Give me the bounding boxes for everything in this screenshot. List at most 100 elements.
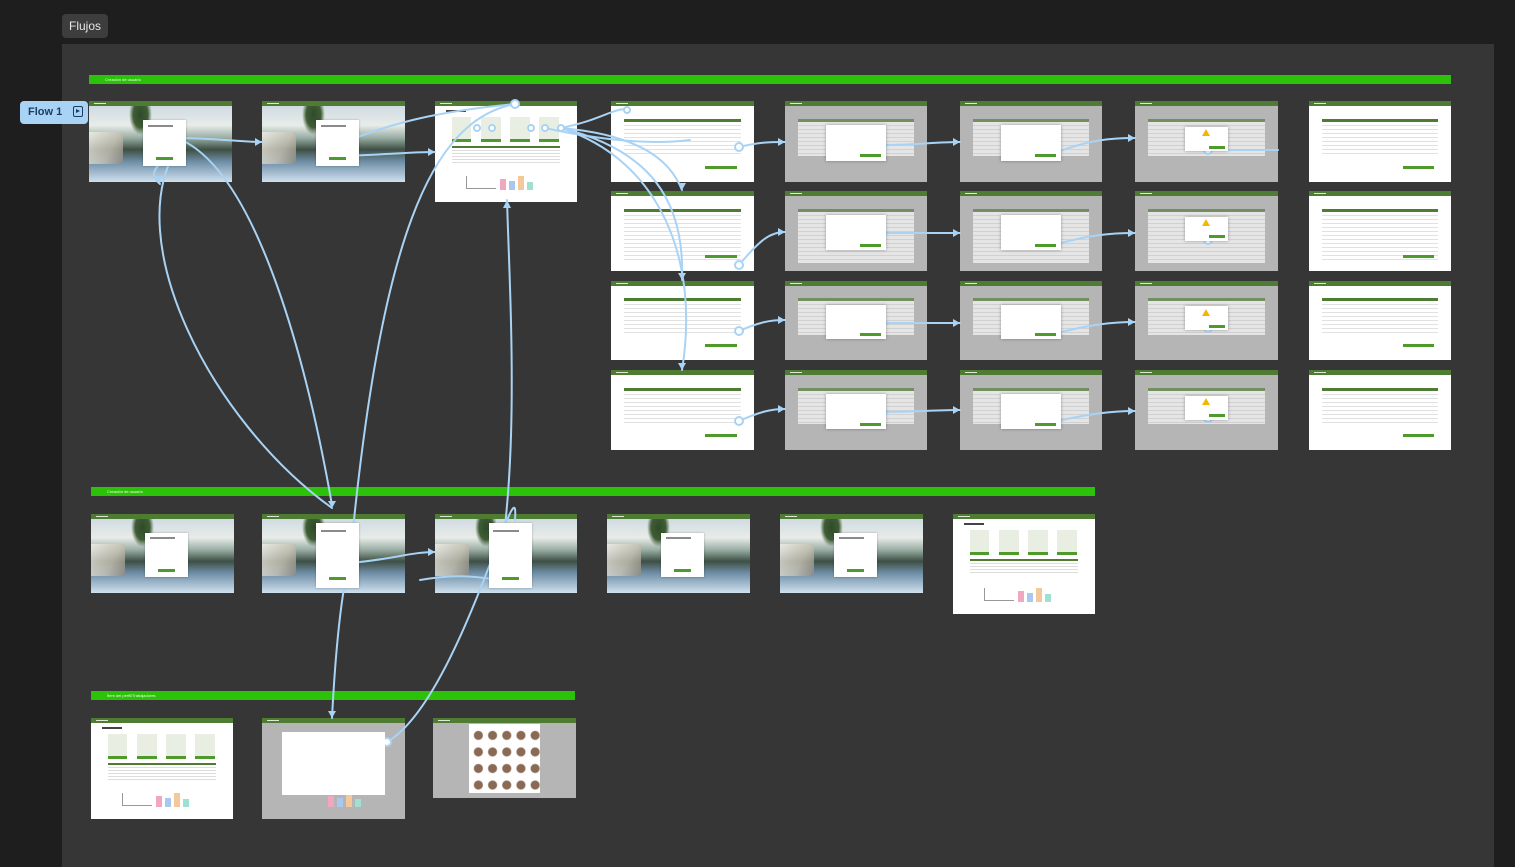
bar-chart: [1018, 586, 1052, 602]
frame-dashboard-profile-modal[interactable]: [262, 718, 405, 819]
frame-register-form[interactable]: [435, 514, 577, 593]
frame-table[interactable]: [611, 191, 754, 271]
action-button: [1402, 166, 1434, 170]
dashboard-title: [446, 110, 467, 113]
frame-table-confirm[interactable]: [1135, 101, 1278, 182]
frame-table-modal[interactable]: [960, 191, 1102, 271]
bar-chart: [500, 174, 534, 190]
edit-modal: [826, 125, 886, 161]
edit-modal: [1001, 215, 1061, 251]
register-card: [488, 523, 532, 589]
frame-table[interactable]: [1309, 191, 1451, 271]
data-table: [1321, 298, 1439, 335]
dashboard-title: [102, 727, 123, 730]
dashboard-tiles: [970, 530, 1078, 555]
frame-table[interactable]: [1309, 281, 1451, 360]
dashboard-table: [970, 559, 1078, 575]
action-button: [705, 255, 737, 259]
section-bar-middle[interactable]: Creación de usuario: [91, 487, 1095, 496]
section-bar-top[interactable]: Creación de usuario: [89, 75, 1451, 84]
frame-header: [960, 370, 1102, 375]
action-button: [705, 344, 737, 348]
frame-header: [785, 191, 927, 196]
edit-modal: [1001, 394, 1061, 430]
section-bar-bottom[interactable]: Ítem del perfil/Trabajadores: [91, 691, 575, 700]
page-tab[interactable]: Flujos: [62, 14, 109, 38]
frame-table[interactable]: [611, 101, 754, 182]
data-table: [623, 118, 742, 156]
bar-chart: [156, 791, 190, 807]
frame-login[interactable]: [607, 514, 750, 593]
frame-table-confirm[interactable]: [1135, 370, 1278, 450]
frame-table[interactable]: [611, 281, 754, 360]
frame-header: [1309, 191, 1451, 196]
login-card: [143, 120, 187, 166]
frame-dashboard[interactable]: [91, 718, 233, 819]
frame-header: [960, 281, 1102, 286]
frame-table[interactable]: [1309, 101, 1451, 182]
frame-login[interactable]: [91, 514, 234, 593]
dashboard-tiles: [108, 734, 216, 760]
frame-table-modal[interactable]: [785, 191, 927, 271]
frame-header: [435, 514, 577, 519]
frame-table-modal[interactable]: [785, 101, 927, 182]
frame-table[interactable]: [611, 370, 754, 450]
login-card: [145, 532, 189, 578]
frame-header: [960, 101, 1102, 106]
frame-table-confirm[interactable]: [1135, 281, 1278, 360]
data-table: [1321, 387, 1439, 425]
frame-header: [262, 101, 405, 106]
frame-table-confirm[interactable]: [1135, 191, 1278, 271]
frame-header: [1135, 281, 1278, 286]
login-card: [316, 120, 360, 166]
dashboard-table: [108, 763, 216, 780]
frame-table-modal[interactable]: [960, 281, 1102, 360]
frame-table[interactable]: [1309, 370, 1451, 450]
flow-label: Flow 1: [28, 106, 63, 118]
frame-header: [433, 718, 576, 723]
login-card: [661, 532, 705, 578]
frame-header: [89, 101, 232, 106]
edit-modal: [826, 215, 886, 251]
warning-icon: [1202, 219, 1211, 226]
frame-table-modal[interactable]: [785, 370, 927, 450]
frame-header: [1309, 101, 1451, 106]
edit-modal: [1001, 125, 1061, 161]
frame-header: [611, 281, 754, 286]
frame-header: [953, 514, 1095, 519]
frame-header: [1135, 101, 1278, 106]
frame-dashboard[interactable]: [435, 101, 577, 202]
action-button: [1402, 255, 1434, 259]
frame-header: [780, 514, 923, 519]
login-card: [834, 532, 878, 578]
frame-dashboard[interactable]: [953, 514, 1095, 614]
frame-header: [262, 514, 405, 519]
action-button: [1402, 344, 1434, 348]
frame-table-modal[interactable]: [785, 281, 927, 360]
data-table: [1321, 118, 1439, 156]
line-chart: [984, 588, 1014, 601]
frame-header: [960, 191, 1102, 196]
data-table: [623, 298, 742, 335]
frame-login[interactable]: [89, 101, 232, 182]
action-button: [1402, 434, 1434, 438]
dashboard-tiles: [452, 117, 560, 143]
play-frame-icon[interactable]: [73, 106, 83, 117]
frame-header: [611, 370, 754, 375]
dashboard-table: [452, 146, 560, 163]
frame-table-modal[interactable]: [960, 101, 1102, 182]
frame-register-form[interactable]: [262, 514, 405, 593]
frame-workers-grid[interactable]: [433, 718, 576, 798]
frame-header: [785, 281, 927, 286]
frame-table-modal[interactable]: [960, 370, 1102, 450]
frame-header: [785, 101, 927, 106]
warning-icon: [1202, 308, 1211, 316]
frame-header: [611, 101, 754, 106]
frame-header: [91, 514, 234, 519]
flow-start-chip[interactable]: Flow 1: [20, 101, 88, 124]
frame-header: [91, 718, 233, 723]
frame-login[interactable]: [780, 514, 923, 593]
warning-icon: [1202, 129, 1211, 137]
edit-modal: [1001, 304, 1061, 340]
frame-login-form[interactable]: [262, 101, 405, 182]
